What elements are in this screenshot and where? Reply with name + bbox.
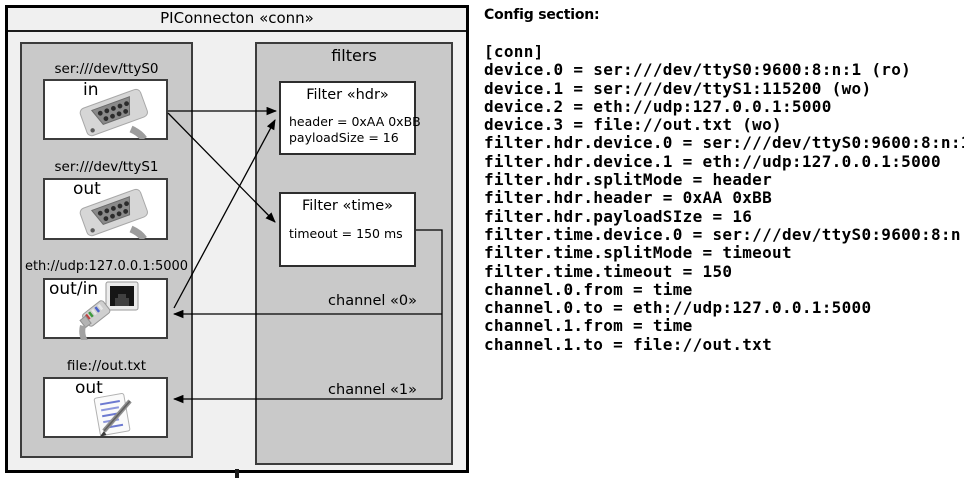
device-label-ttys0: ser:///dev/ttyS0 bbox=[54, 61, 159, 77]
config-line: filter.hdr.device.1 = eth://udp:127.0.0.… bbox=[484, 151, 941, 171]
device-port-label: in bbox=[83, 80, 99, 100]
config-line: filter.hdr.splitMode = header bbox=[484, 170, 773, 190]
frame-handle-tick bbox=[235, 469, 239, 478]
device-box-ttys1: out bbox=[43, 178, 168, 240]
diagram-title: PIConnecton «conn» bbox=[160, 9, 314, 27]
config-line: device.0 = ser:///dev/ttyS0:9600:8:n:1 (… bbox=[484, 60, 912, 80]
channel-1-label: channel «1» bbox=[328, 382, 417, 398]
device-port-label: out bbox=[73, 179, 101, 199]
ethernet-cable-icon bbox=[79, 300, 111, 340]
config-line: filter.hdr.device.0 = ser:///dev/ttyS0:9… bbox=[484, 133, 964, 153]
config-line: channel.0.from = time bbox=[484, 279, 693, 299]
device-box-eth: out/in bbox=[43, 278, 168, 340]
config-line: filter.time.splitMode = timeout bbox=[484, 243, 792, 263]
config-line: device.2 = eth://udp:127.0.0.1:5000 bbox=[484, 96, 832, 116]
config-line: device.3 = file://out.txt (wo) bbox=[484, 115, 782, 135]
config-line: [conn] bbox=[484, 42, 544, 61]
serial-connector-icon bbox=[79, 88, 148, 139]
device-label-eth: eth://udp:127.0.0.1:5000 bbox=[24, 259, 189, 274]
filter-property: header = 0xAA 0xBB bbox=[289, 114, 421, 129]
device-box-ttys0: in bbox=[43, 79, 168, 140]
ethernet-port-icon bbox=[105, 281, 139, 311]
config-line: device.1 = ser:///dev/ttyS1:115200 (wo) bbox=[484, 78, 872, 98]
filter-title: Filter «time» bbox=[301, 198, 394, 214]
filter-property: timeout = 150 ms bbox=[289, 226, 403, 241]
filter-property: payloadSize = 16 bbox=[289, 130, 399, 145]
device-label-file: file://out.txt bbox=[66, 358, 147, 374]
config-line: filter.time.device.0 = ser:///dev/ttyS0:… bbox=[484, 224, 964, 244]
config-line: filter.hdr.payloadSIze = 16 bbox=[484, 206, 753, 226]
config-line: filter.hdr.header = 0xAA 0xBB bbox=[484, 188, 773, 208]
device-label-ttys1: ser:///dev/ttyS1 bbox=[54, 159, 159, 175]
notepad-icon bbox=[93, 393, 132, 437]
config-line: channel.0.to = eth://udp:127.0.0.1:5000 bbox=[484, 298, 872, 318]
config-line: channel.1.from = time bbox=[484, 316, 693, 336]
config-heading: Config section: bbox=[484, 7, 600, 23]
device-box-file: out bbox=[43, 377, 168, 438]
title-separator bbox=[8, 30, 466, 32]
channel-0-label: channel «0» bbox=[328, 293, 417, 309]
config-listing: [conn] device.0 = ser:///dev/ttyS0:9600:… bbox=[484, 42, 964, 354]
config-line: channel.1.to = file://out.txt bbox=[484, 334, 773, 354]
device-port-label: out bbox=[75, 378, 103, 398]
filter-box-hdr: Filter «hdr» header = 0xAA 0xBB payloadS… bbox=[279, 81, 421, 155]
device-port-label: out/in bbox=[49, 279, 99, 299]
filters-panel-title: filters bbox=[331, 46, 377, 65]
serial-connector-icon bbox=[79, 188, 148, 239]
config-line: filter.time.timeout = 150 bbox=[484, 261, 733, 281]
filter-title: Filter «hdr» bbox=[306, 87, 389, 103]
filter-box-time: Filter «time» timeout = 150 ms bbox=[279, 192, 416, 267]
